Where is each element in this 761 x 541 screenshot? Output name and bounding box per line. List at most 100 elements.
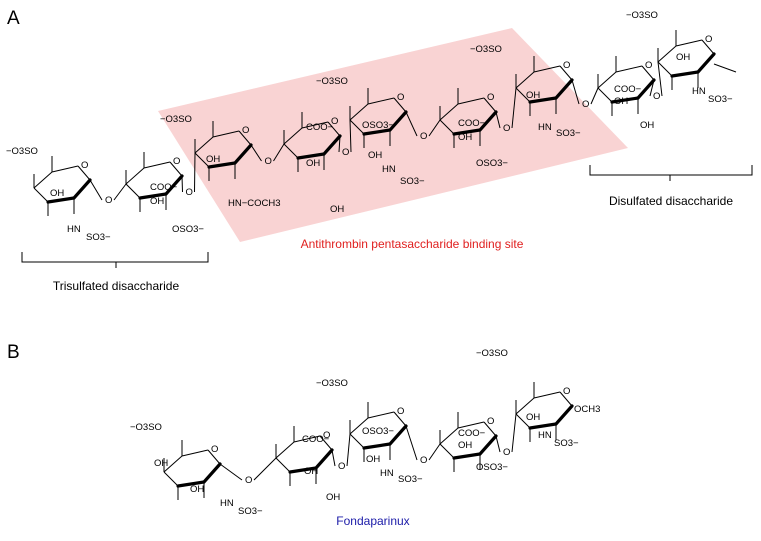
ring-sulfate: OSO3− bbox=[476, 462, 508, 473]
panel-b-ring-2 bbox=[275, 426, 334, 486]
panel-a-ring-3 bbox=[194, 121, 253, 181]
ring-bond bbox=[33, 171, 53, 189]
ch2-sulfate: −O3SO bbox=[6, 146, 38, 157]
ring-bond bbox=[327, 121, 341, 137]
ring-oxygen: O bbox=[563, 60, 570, 71]
glycosidic-oxygen: O bbox=[503, 447, 510, 458]
sulfamate: SO3− bbox=[400, 176, 425, 187]
sulfamate: SO3− bbox=[708, 94, 733, 105]
trisulfated-disaccharide-label: Trisulfated disaccharide bbox=[53, 279, 180, 293]
ring-bond bbox=[657, 45, 677, 63]
carboxylate: COO− bbox=[458, 118, 486, 129]
ring-bond bbox=[349, 433, 365, 449]
hydroxyl: OH bbox=[676, 52, 690, 63]
hydroxyl: OH bbox=[50, 188, 64, 199]
glycosidic-oxygen: O bbox=[186, 187, 193, 198]
ring-bond bbox=[77, 165, 91, 181]
ring-oxygen: O bbox=[397, 92, 404, 103]
ring-bond bbox=[457, 97, 485, 105]
glycosidic-oxygen: O bbox=[420, 131, 427, 142]
ch2-sulfate: −O3SO bbox=[160, 114, 192, 125]
glycosidic-oxygen: O bbox=[342, 147, 349, 158]
hydroxyl: OH bbox=[614, 96, 628, 107]
hydroxyl: OH bbox=[640, 120, 654, 131]
hydroxyl: OH bbox=[458, 440, 472, 451]
disulfated-bracket bbox=[589, 165, 753, 181]
ring-bond bbox=[657, 61, 673, 77]
sugar-rings bbox=[33, 30, 716, 500]
trisulfated-bracket bbox=[21, 252, 209, 268]
ring-bond bbox=[238, 130, 252, 146]
panel-a-ring-6 bbox=[439, 88, 498, 148]
ring-sulfate: OSO3− bbox=[476, 158, 508, 169]
carboxylate: COO− bbox=[306, 122, 334, 133]
ring-bond bbox=[533, 391, 561, 399]
ring-bond bbox=[301, 121, 329, 129]
carboxylate: COO− bbox=[302, 434, 330, 445]
linker-bond bbox=[405, 111, 441, 137]
ring-bond bbox=[293, 435, 321, 443]
hydroxyl: OH bbox=[206, 154, 220, 165]
fondaparinux-label: Fondaparinux bbox=[336, 514, 409, 528]
hydroxyl: OH bbox=[366, 454, 380, 465]
ring-sulfate: OSO3− bbox=[362, 426, 394, 437]
ch2-sulfate: −O3SO bbox=[130, 422, 162, 433]
ring-bond bbox=[169, 161, 183, 177]
ring-bond bbox=[701, 39, 715, 55]
carboxylate: COO− bbox=[614, 84, 642, 95]
linker-bond bbox=[338, 119, 352, 153]
ring-bond bbox=[194, 136, 214, 154]
ring-bond bbox=[597, 71, 617, 89]
ring-bond bbox=[275, 441, 295, 459]
glycosidic-oxygen: O bbox=[503, 123, 510, 134]
ring-bond bbox=[533, 65, 561, 73]
glycosidic-oxygen: O bbox=[653, 91, 660, 102]
ring-bond bbox=[51, 165, 79, 173]
ring-bond bbox=[349, 103, 369, 121]
hydroxyl: OH bbox=[526, 90, 540, 101]
ring-bond bbox=[367, 97, 395, 105]
sulfamate: SO3− bbox=[556, 128, 581, 139]
ring-bond bbox=[393, 97, 407, 113]
ring-oxygen: O bbox=[173, 156, 180, 167]
panel-a-ring-9 bbox=[657, 30, 716, 90]
ring-bond bbox=[641, 65, 655, 81]
ring-oxygen: O bbox=[563, 386, 570, 397]
ch2-sulfate: −O3SO bbox=[626, 10, 658, 21]
ring-bond bbox=[615, 65, 643, 73]
hydroxyl: OH bbox=[526, 412, 540, 423]
panel-a-ring-7 bbox=[515, 56, 574, 116]
ring-oxygen: O bbox=[487, 416, 494, 427]
hydroxyl: OH bbox=[154, 458, 168, 469]
ring-oxygen: O bbox=[211, 444, 218, 455]
ring-front-edge bbox=[176, 462, 222, 488]
ring-bond bbox=[143, 161, 171, 169]
glycosidic-oxygen: O bbox=[338, 461, 345, 472]
ring-bond bbox=[675, 39, 703, 47]
ring-oxygen: O bbox=[705, 34, 712, 45]
ring-bond bbox=[515, 87, 531, 103]
linker-bond bbox=[250, 143, 285, 162]
panel-a-ring-5 bbox=[349, 88, 408, 148]
ring-bond bbox=[349, 417, 369, 435]
panel-a-ring-8 bbox=[597, 56, 656, 116]
ring-bond bbox=[515, 71, 535, 89]
ring-bond bbox=[212, 130, 240, 138]
ring-bond bbox=[349, 119, 365, 135]
hydroxyl: OH bbox=[458, 132, 472, 143]
binding-site-highlight bbox=[158, 28, 628, 242]
ring-bond bbox=[207, 449, 221, 465]
carboxylate: COO− bbox=[458, 428, 486, 439]
linker-bond bbox=[649, 61, 663, 97]
amine: HN bbox=[692, 86, 706, 97]
glycosidic-linkers bbox=[89, 61, 737, 481]
sulfamate: SO3− bbox=[554, 438, 579, 449]
acetamide: HN−COCH3 bbox=[228, 198, 281, 209]
ring-oxygen: O bbox=[323, 430, 330, 441]
terminal-bond bbox=[713, 63, 737, 73]
ch2-sulfate: −O3SO bbox=[476, 348, 508, 359]
ring-bond bbox=[367, 411, 395, 419]
ring-sulfate: OSO3− bbox=[362, 120, 394, 131]
